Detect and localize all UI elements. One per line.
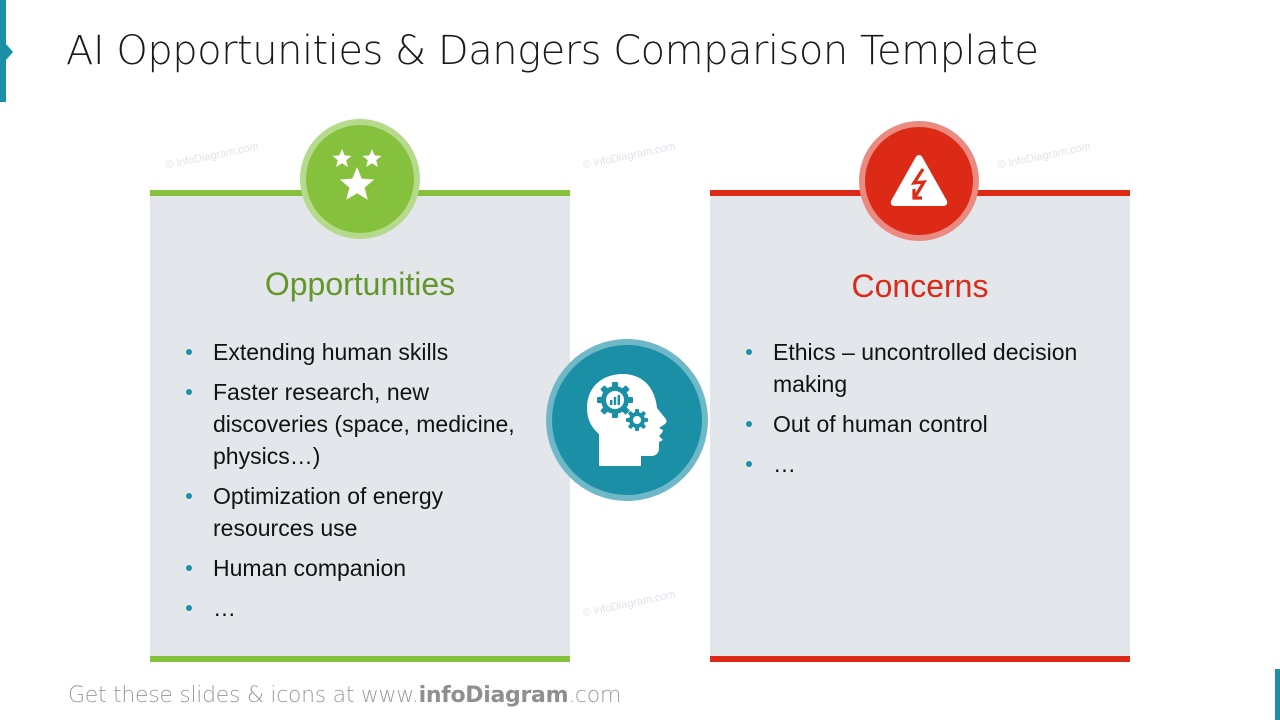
list-item: Out of human control	[742, 408, 1082, 440]
concerns-heading: Concerns	[851, 268, 989, 304]
opportunities-list: Extending human skills Faster research, …	[182, 336, 522, 632]
slide-title: AI Opportunities & Dangers Comparison Te…	[66, 28, 1039, 74]
opportunities-panel: Opportunities Extending human skills Fas…	[150, 190, 570, 662]
accent-bar	[0, 0, 6, 102]
list-item: Ethics – uncontrolled decision making	[742, 336, 1082, 400]
opportunities-badge	[300, 119, 420, 239]
high-voltage-warning-icon	[890, 155, 948, 206]
watermark: © infoDiagram.com	[581, 588, 677, 620]
list-item: …	[742, 448, 1082, 480]
ai-head-badge	[546, 339, 708, 501]
footer-suffix: .com	[568, 683, 621, 708]
head-with-gears-icon	[587, 374, 667, 466]
accent-arrow-tip	[6, 44, 13, 60]
footer-brand: infoDiagram	[418, 683, 569, 708]
concerns-list: Ethics – uncontrolled decision making Ou…	[742, 336, 1082, 488]
panel-bottom-line	[150, 656, 570, 662]
watermark: © infoDiagram.com	[164, 140, 260, 172]
panel-bottom-line	[710, 656, 1130, 662]
list-item: Optimization of energy resources use	[182, 480, 522, 544]
panel-body	[150, 196, 570, 656]
concerns-badge	[859, 121, 979, 241]
stars-icon	[332, 149, 382, 200]
list-item: Faster research, new discoveries (space,…	[182, 376, 522, 472]
watermark: © infoDiagram.com	[581, 140, 677, 172]
footer-prefix: Get these slides & icons at www.	[68, 683, 419, 708]
list-item: Extending human skills	[182, 336, 522, 368]
footer-credit: Get these slides & icons at www.infoDiag…	[68, 683, 621, 708]
opportunities-heading: Opportunities	[264, 266, 456, 302]
concerns-panel: Concerns Ethics – uncontrolled decision …	[710, 190, 1130, 662]
corner-accent-bar	[1275, 669, 1280, 720]
list-item: …	[182, 592, 522, 624]
panel-body	[710, 196, 1130, 656]
list-item: Human companion	[182, 552, 522, 584]
watermark: © infoDiagram.com	[996, 140, 1092, 172]
